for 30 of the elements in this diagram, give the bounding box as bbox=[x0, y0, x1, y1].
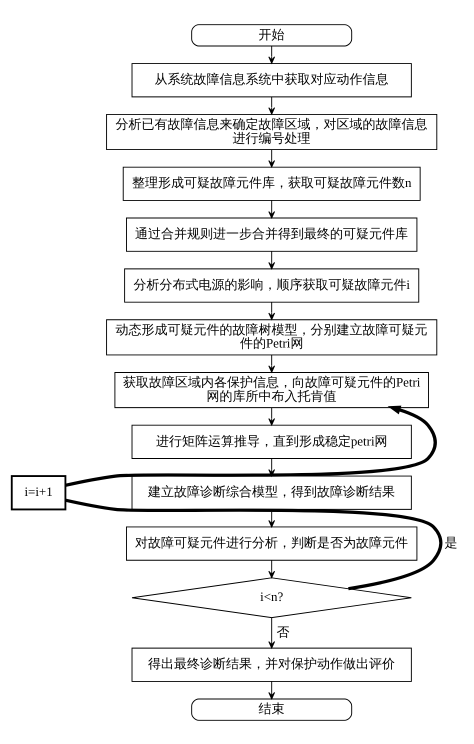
connector bbox=[65, 498, 442, 590]
edge-label: 否 bbox=[276, 624, 290, 639]
arrow bbox=[268, 200, 276, 218]
arrow bbox=[268, 148, 276, 167]
node-box: 获取故障区域内各保护信息，向故障可疑元件的Petri网的库所中布入托肯值 bbox=[114, 372, 429, 408]
arrow bbox=[65, 405, 437, 486]
node-box: 进行矩阵运算推导，直到形成稳定petri网 bbox=[132, 424, 412, 458]
node-box: 整理形成可疑故障元件库，获取可疑故障元件数n bbox=[122, 166, 421, 200]
arrow bbox=[268, 354, 276, 372]
node-box: 通过合并规则进一步合并得到最终的可疑元件库 bbox=[126, 217, 418, 252]
node-box: 建立故障诊断综合模型，得到故障诊断结果 bbox=[132, 475, 412, 510]
arrow bbox=[268, 45, 276, 64]
arrow bbox=[268, 616, 276, 648]
node-box: 开始 bbox=[191, 24, 352, 46]
node-box: 得出最终诊断结果，并对保护动作做出评价 bbox=[132, 647, 412, 682]
arrow bbox=[268, 680, 276, 699]
arrow bbox=[268, 560, 276, 578]
arrow bbox=[268, 301, 276, 320]
node-box: 分析已有故障信息来确定故障区域，对区域的故障信息进行编号处理 bbox=[106, 113, 438, 150]
node-box: i=i+1 bbox=[10, 474, 66, 510]
arrow bbox=[268, 250, 276, 269]
arrow bbox=[268, 96, 276, 114]
node-box: 结束 bbox=[191, 698, 352, 720]
node-diamond: i<n? bbox=[132, 576, 412, 618]
arrow bbox=[268, 406, 276, 426]
node-box: 动态形成可疑元件的故障树模型，分别建立故障可疑元件的Petri网 bbox=[106, 318, 438, 355]
edge-label: 是 bbox=[444, 534, 458, 550]
node-box: 分析分布式电源的影响，顺序获取可疑故障元件i bbox=[124, 268, 420, 302]
node-box: 从系统故障信息系统中获取对应动作信息 bbox=[132, 62, 412, 97]
node-box: 对故障可疑元件进行分析，判断是否为故障元件 bbox=[126, 526, 418, 560]
